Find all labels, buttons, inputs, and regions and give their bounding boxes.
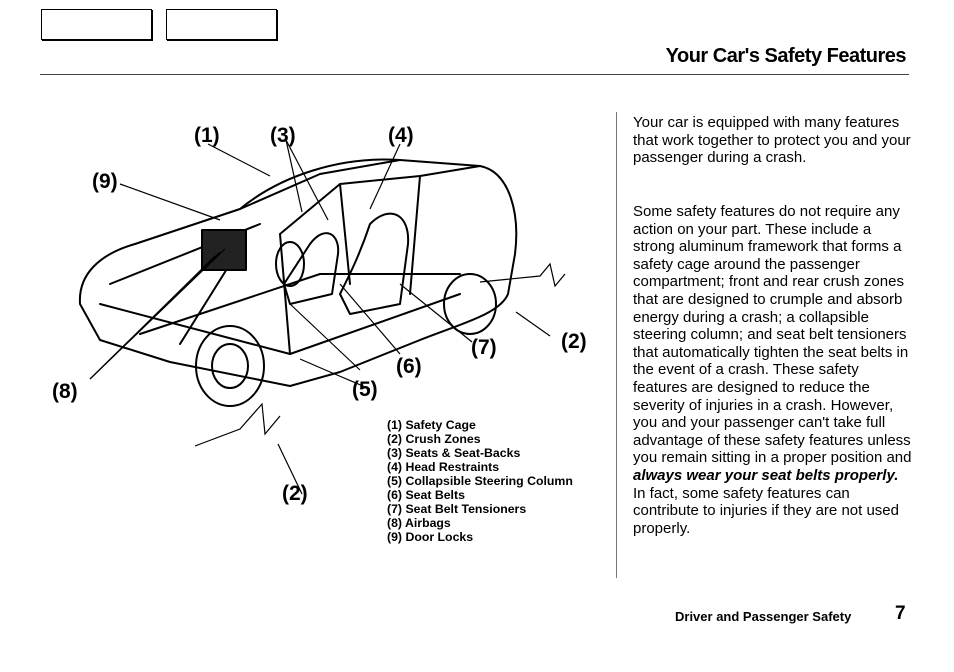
column-divider — [616, 112, 617, 578]
callout-3: (3) — [270, 124, 296, 147]
safety-paragraph: Some safety features do not require any … — [633, 203, 913, 537]
callout-1: (1) — [194, 124, 220, 147]
emphasis-text: always wear your seat belts properly. — [633, 466, 899, 484]
intro-paragraph: Your car is equipped with many features … — [633, 114, 911, 167]
car-safety-illustration: (1) (3) (4) (9) (8) (5) (6) (7) (2) (2) — [52, 124, 587, 505]
legend-item: (7) Seat Belt Tensioners — [387, 502, 527, 516]
legend-item: (3) Seats & Seat-Backs — [387, 446, 521, 460]
page-number: 7 — [895, 603, 906, 624]
legend-item: (4) Head Restraints — [387, 460, 500, 474]
page-title: Your Car's Safety Features — [665, 45, 907, 67]
legend-item: (9) Door Locks — [387, 530, 474, 544]
legend-item: (2) Crush Zones — [387, 432, 481, 446]
callout-2-rear: (2) — [561, 330, 587, 353]
nav-tab-2[interactable] — [166, 9, 277, 40]
rear-wheel — [443, 273, 497, 335]
safety-cage-frame — [239, 159, 481, 355]
steering-wheel — [275, 241, 305, 287]
callout-2-front: (2) — [282, 482, 308, 505]
floor-framework — [99, 223, 461, 355]
nav-tab-1[interactable] — [41, 9, 152, 40]
callout-8: (8) — [52, 380, 78, 403]
legend-item: (1) Safety Cage — [387, 418, 476, 432]
front-wheel — [195, 325, 265, 407]
callout-4: (4) — [388, 124, 414, 147]
legend-item: (5) Collapsible Steering Column — [387, 474, 573, 488]
front-wheel-hub — [211, 343, 249, 389]
callout-7: (7) — [471, 336, 497, 359]
footer-section-label: Driver and Passenger Safety — [675, 609, 852, 624]
legend-item: (8) Airbags — [387, 516, 451, 530]
callout-6: (6) — [396, 355, 422, 378]
callout-9: (9) — [92, 170, 118, 193]
figure-legend: (1) Safety Cage (2) Crush Zones (3) Seat… — [387, 418, 573, 544]
legend-item: (6) Seat Belts — [387, 488, 465, 502]
callout-5: (5) — [352, 378, 378, 401]
seat-shape — [339, 212, 410, 315]
title-divider — [40, 74, 909, 75]
paragraph-text-end: In fact, some safety features can contri… — [633, 484, 899, 537]
paragraph-text: Some safety features do not require any … — [633, 203, 912, 467]
seat-shape — [283, 232, 340, 305]
